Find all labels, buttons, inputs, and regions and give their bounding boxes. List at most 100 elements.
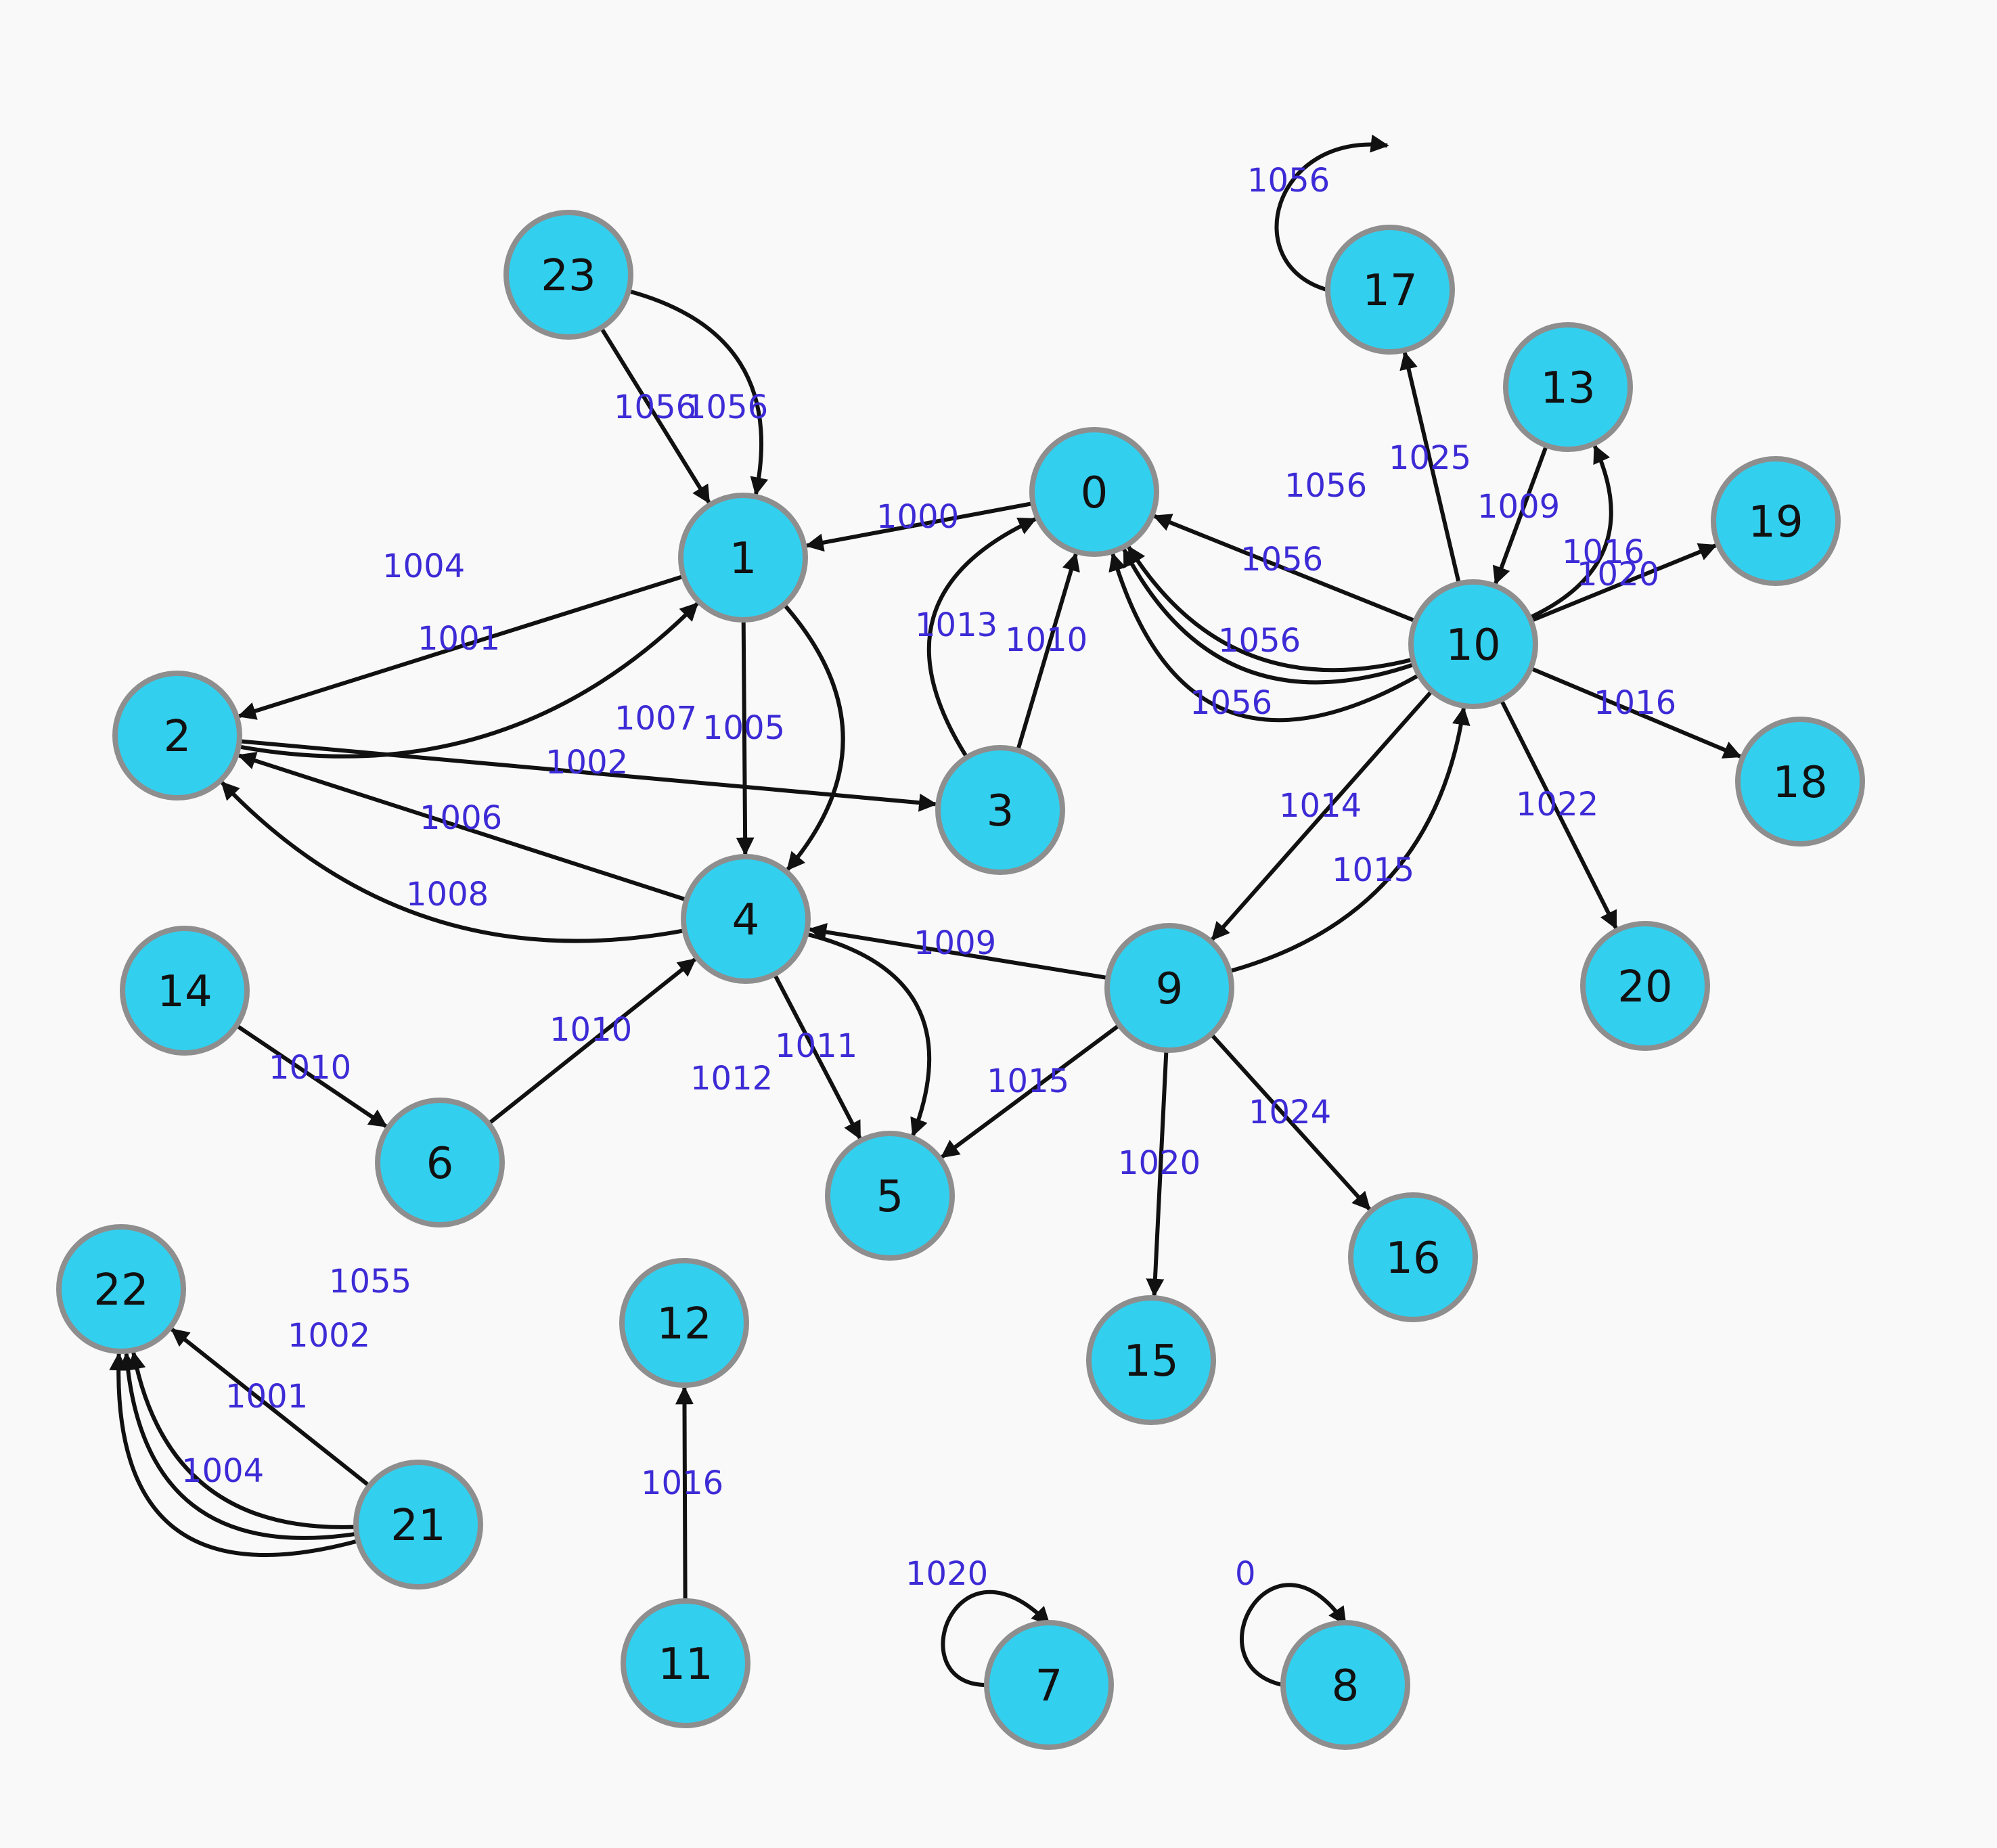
edge-label-13-to-10: 1009 — [1477, 488, 1560, 526]
node-14[interactable]: 14 — [120, 926, 250, 1056]
edge-label-11-to-12: 1016 — [641, 1464, 723, 1502]
edge-10-to-17 — [1399, 351, 1461, 585]
edge-10-to-13 — [1529, 444, 1613, 620]
node-1-label: 1 — [730, 534, 757, 584]
node-18-circle — [1735, 717, 1865, 847]
node-5[interactable]: 5 — [825, 1131, 955, 1261]
edge-4-to-5 — [772, 973, 862, 1140]
edge-13-to-10 — [1492, 445, 1549, 585]
node-19-circle — [1711, 456, 1841, 586]
node-10-label: 10 — [1445, 621, 1500, 671]
node-22[interactable]: 22 — [56, 1224, 186, 1354]
edge-4-to-2 — [237, 752, 688, 902]
edge-10-to-19 — [1530, 543, 1718, 623]
edge-label-3-to-0: 1010 — [1005, 621, 1087, 659]
node-18-label: 18 — [1772, 758, 1827, 808]
node-23-label: 23 — [541, 251, 596, 301]
edge-label-21-to-22: 1055 — [329, 1263, 411, 1301]
edge-label-8-to-8: 0 — [1235, 1555, 1256, 1593]
node-16-circle — [1348, 1192, 1478, 1322]
edge-21-to-22 — [171, 1328, 371, 1488]
edge-10-to-18 — [1529, 666, 1742, 759]
edge-9-to-10 — [1228, 706, 1471, 974]
edge-10-to-0 — [1122, 547, 1415, 685]
edge-label-2-to-3: 1002 — [545, 744, 628, 782]
edge-8-to-8 — [1239, 1583, 1347, 1687]
node-6[interactable]: 6 — [375, 1098, 505, 1227]
node-11[interactable]: 11 — [621, 1598, 750, 1728]
node-6-circle — [375, 1098, 505, 1227]
edge-label-10-to-0: 1056 — [1284, 467, 1367, 505]
node-20-circle — [1580, 921, 1710, 1051]
edge-label-21-to-22: 1002 — [288, 1317, 370, 1355]
node-0[interactable]: 0 — [1029, 427, 1159, 557]
node-2[interactable]: 2 — [112, 671, 242, 801]
node-2-circle — [112, 671, 242, 801]
node-19-label: 19 — [1748, 497, 1803, 547]
edge-10-to-20 — [1499, 698, 1618, 930]
node-23[interactable]: 23 — [503, 210, 633, 340]
node-16-label: 16 — [1385, 1234, 1440, 1284]
edge-17-to-17 — [1274, 134, 1389, 292]
node-12-circle — [619, 1258, 749, 1388]
node-10[interactable]: 10 — [1408, 579, 1538, 709]
node-2-label: 2 — [164, 712, 192, 762]
node-8[interactable]: 8 — [1280, 1620, 1410, 1750]
edge-label-10-to-19: 1020 — [1577, 556, 1659, 593]
node-21-label: 21 — [390, 1501, 445, 1551]
node-14-circle — [120, 926, 250, 1056]
edges-layer — [109, 134, 1742, 1687]
node-17-label: 17 — [1362, 266, 1417, 316]
edge-label-4-to-5: 1012 — [690, 1060, 773, 1098]
edge-label-10-to-18: 1016 — [1594, 684, 1676, 722]
edge-label-6-to-4: 1010 — [549, 1011, 632, 1049]
node-9-label: 9 — [1156, 964, 1184, 1014]
edge-1-to-4 — [736, 619, 755, 856]
node-8-circle — [1280, 1620, 1410, 1750]
edge-label-14-to-6: 1010 — [269, 1049, 351, 1087]
node-19[interactable]: 19 — [1711, 456, 1841, 586]
node-20[interactable]: 20 — [1580, 921, 1710, 1051]
node-15[interactable]: 15 — [1086, 1295, 1216, 1425]
edge-10-to-0 — [1152, 514, 1416, 623]
node-4[interactable]: 4 — [681, 854, 811, 984]
edge-label-3-to-0: 1013 — [915, 606, 997, 644]
node-4-label: 4 — [732, 895, 760, 945]
edge-label-1-to-2: 1001 — [418, 620, 500, 658]
edge-6-to-4 — [487, 957, 697, 1126]
edge-9-to-4 — [808, 923, 1108, 981]
node-22-label: 22 — [93, 1265, 148, 1315]
node-10-circle — [1408, 579, 1538, 709]
node-3[interactable]: 3 — [935, 745, 1065, 875]
node-1-circle — [678, 493, 808, 623]
node-17-circle — [1325, 225, 1455, 355]
edge-label-10-to-0: 1056 — [1240, 541, 1323, 579]
edge-1-to-2 — [237, 574, 685, 720]
edge-label-2-to-1: 1004 — [382, 547, 465, 585]
edge-3-to-0 — [1016, 552, 1080, 751]
edge-label-10-to-13: 1016 — [1562, 533, 1644, 571]
edge-label-9-to-15: 1020 — [1118, 1144, 1201, 1182]
node-17[interactable]: 17 — [1325, 225, 1455, 355]
edge-label-9-to-10: 1015 — [1332, 851, 1414, 889]
edge-23-to-1 — [599, 326, 711, 504]
edge-label-23-to-1: 1056 — [686, 388, 768, 426]
edge-label-0-to-1: 1000 — [876, 498, 959, 536]
node-12[interactable]: 12 — [619, 1258, 749, 1388]
node-13[interactable]: 13 — [1503, 322, 1633, 452]
node-14-label: 14 — [157, 967, 212, 1017]
node-21[interactable]: 21 — [353, 1460, 483, 1590]
edge-label-9-to-4: 1009 — [914, 924, 996, 962]
edge-label-1-to-4: 1007 — [614, 700, 697, 738]
node-7[interactable]: 7 — [984, 1620, 1114, 1750]
node-16[interactable]: 16 — [1348, 1192, 1478, 1322]
node-9[interactable]: 9 — [1104, 923, 1234, 1053]
edge-14-to-6 — [235, 1023, 388, 1128]
node-12-label: 12 — [656, 1299, 711, 1349]
node-15-circle — [1086, 1295, 1216, 1425]
edge-0-to-1 — [805, 501, 1034, 552]
node-1[interactable]: 1 — [678, 493, 808, 623]
node-18[interactable]: 18 — [1735, 717, 1865, 847]
edge-21-to-22 — [127, 1351, 357, 1529]
